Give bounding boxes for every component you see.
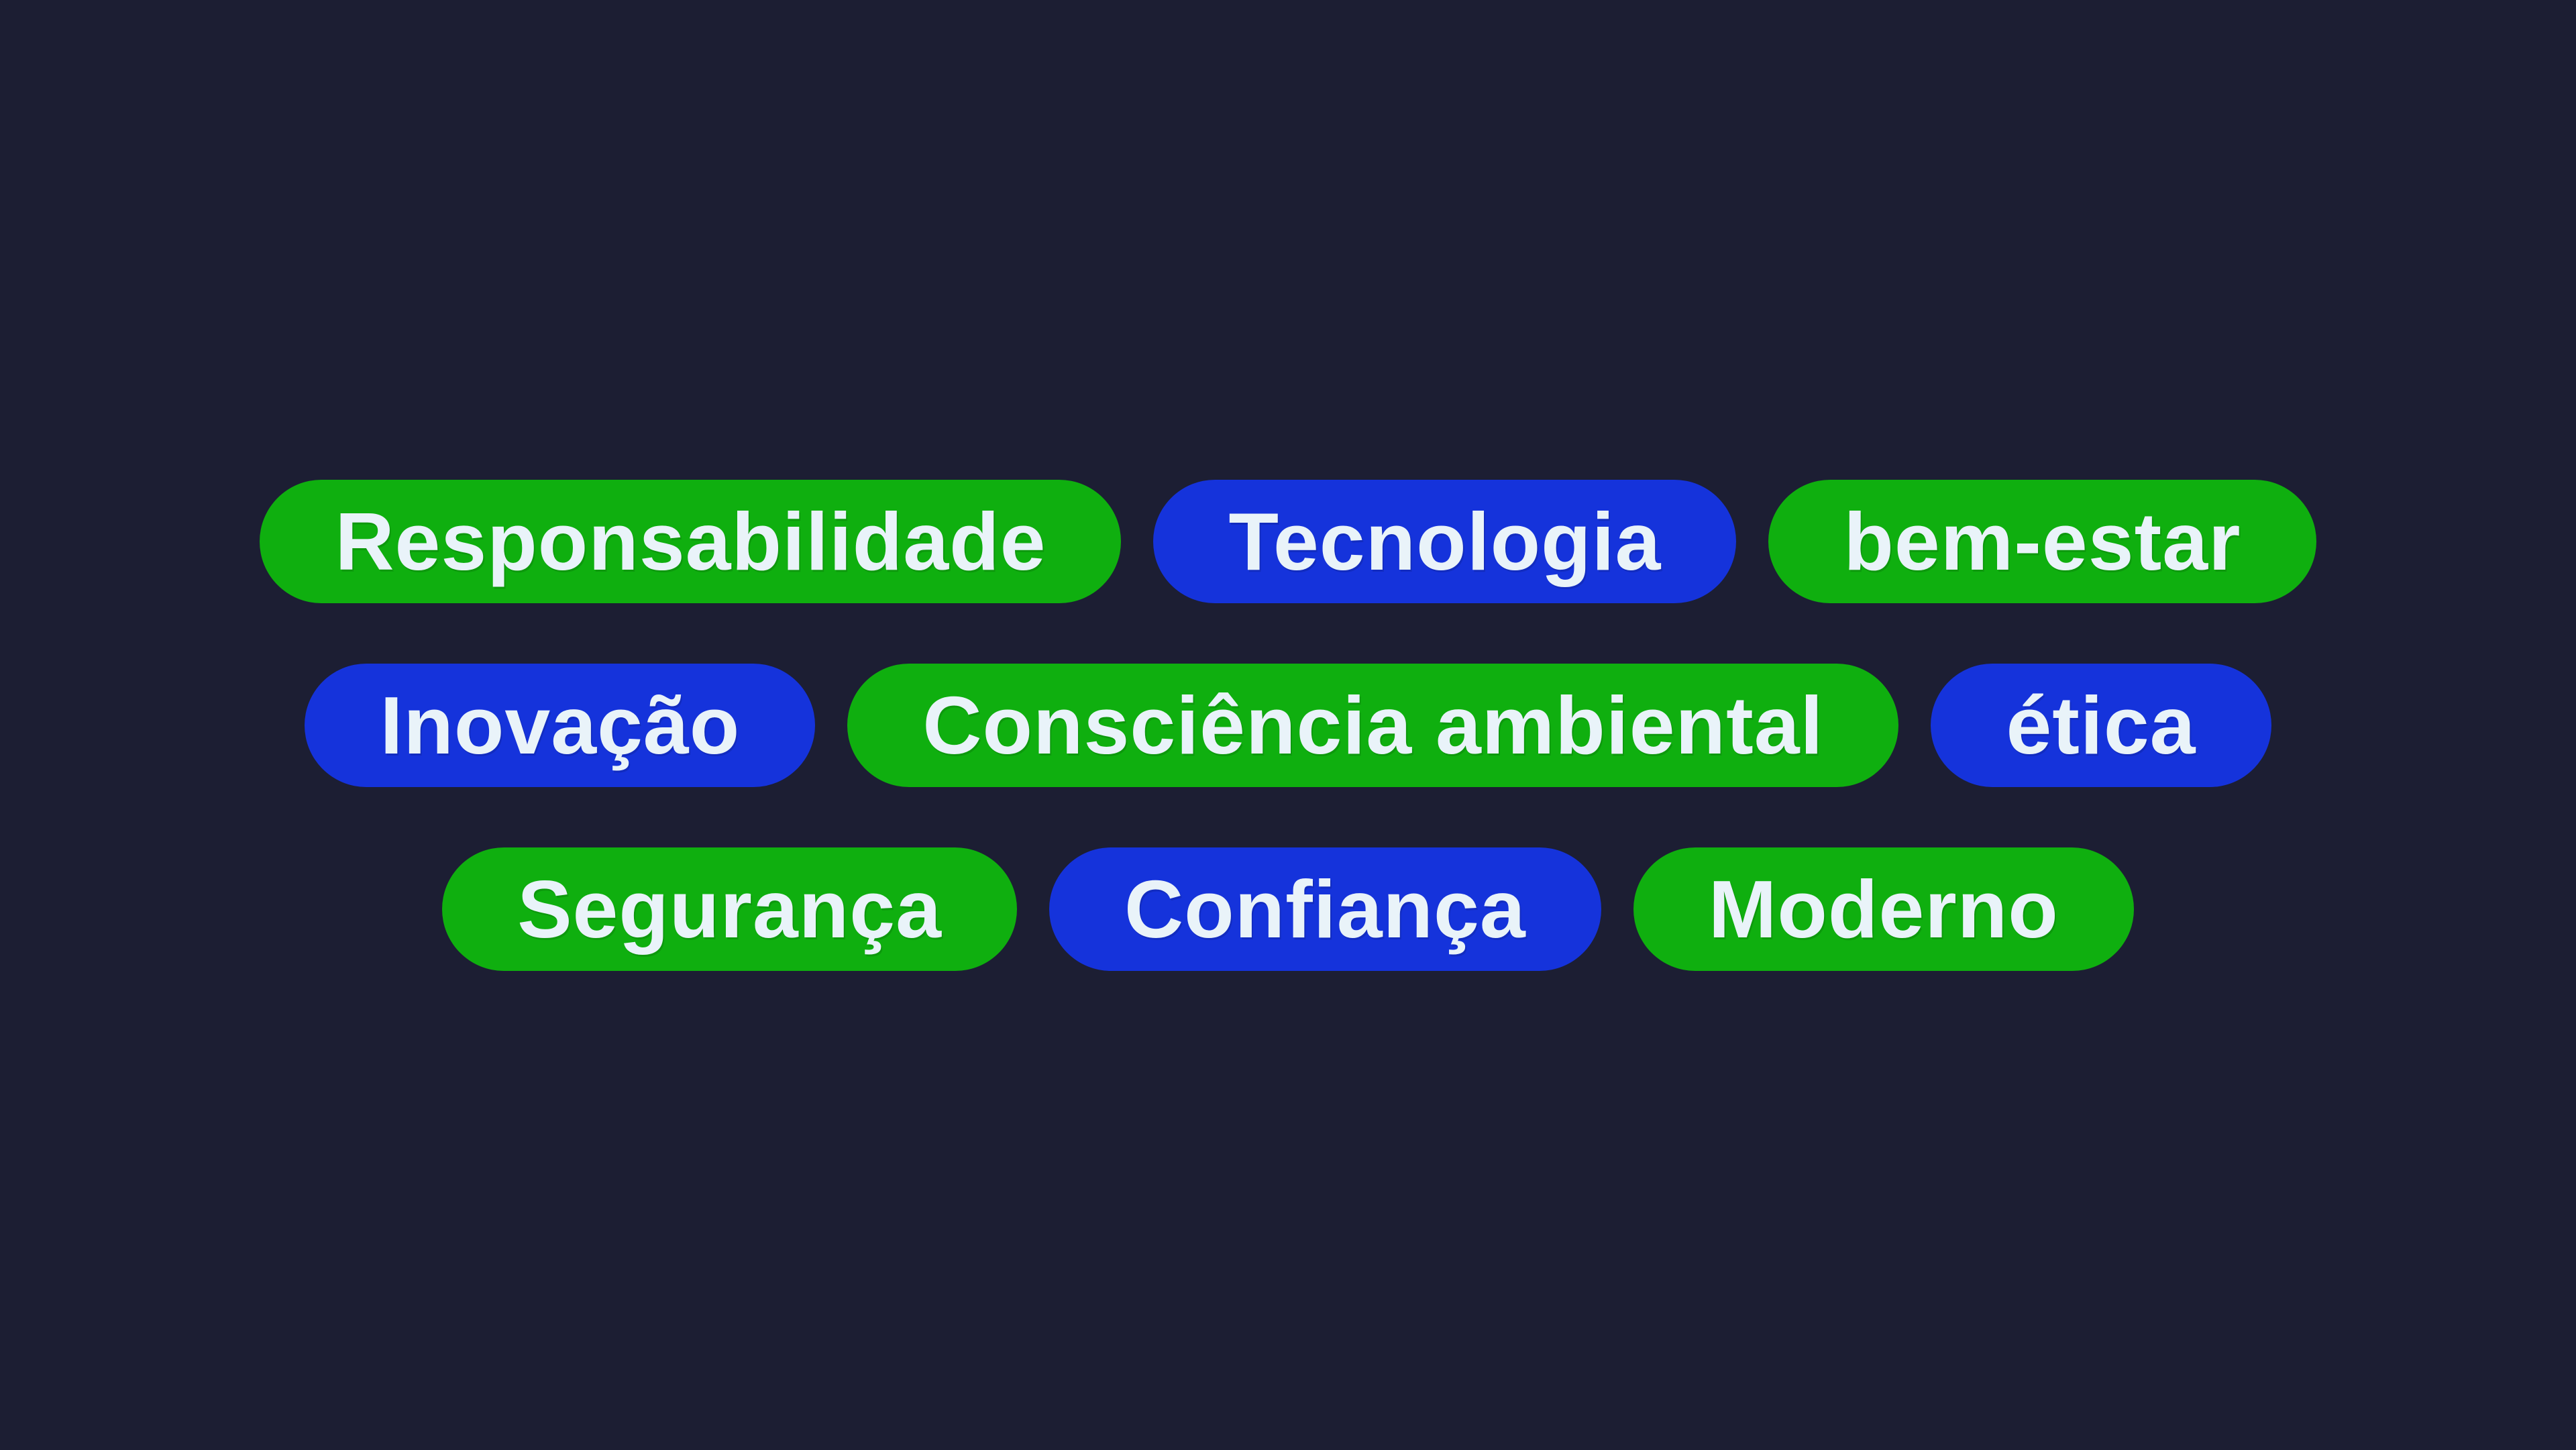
tag-row-3: Segurança Confiança Moderno: [442, 847, 2134, 971]
tag-pill-seguranca: Segurança: [442, 847, 1018, 971]
tag-pill-responsabilidade: Responsabilidade: [260, 479, 1122, 603]
tag-row-1: Responsabilidade Tecnologia bem-estar: [260, 479, 2316, 603]
tag-pill-bem-estar: bem-estar: [1768, 479, 2316, 603]
tag-pill-etica: ética: [1931, 663, 2271, 787]
tag-pill-inovacao: Inovação: [305, 663, 816, 787]
tag-row-2: Inovação Consciência ambiental ética: [305, 663, 2271, 787]
tag-pill-tecnologia: Tecnologia: [1153, 479, 1737, 603]
tag-pill-moderno: Moderno: [1633, 847, 2134, 971]
tag-pill-confianca: Confiança: [1049, 847, 1601, 971]
tag-pill-consciencia-ambiental: Consciência ambiental: [847, 663, 1899, 787]
